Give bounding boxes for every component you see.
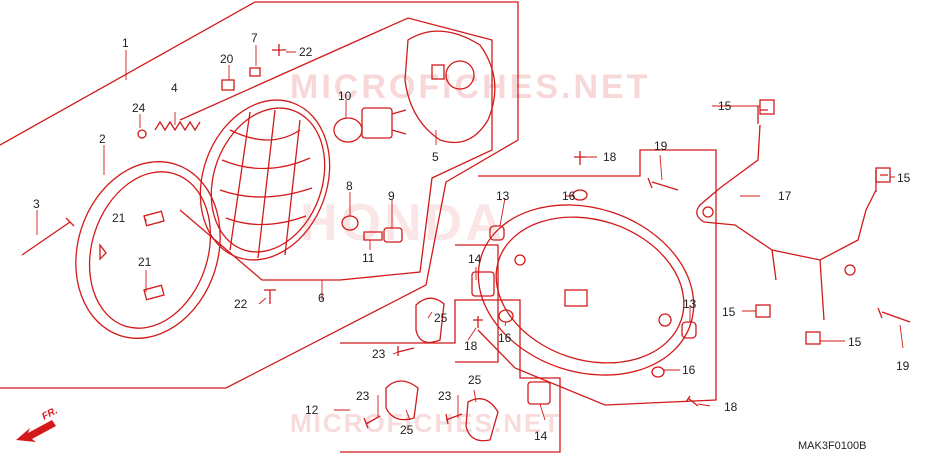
callout: 23 (356, 389, 370, 403)
clip-14b (527, 381, 551, 405)
callout: 1 (122, 36, 129, 50)
clip-14a (471, 271, 495, 297)
nut-20 (221, 79, 235, 91)
headlight-rim (75, 161, 221, 339)
callout: 5 (432, 150, 439, 164)
callout: 3 (33, 197, 40, 211)
callout: 18 (724, 400, 738, 414)
callout: 15 (848, 335, 862, 349)
callout: 21 (112, 211, 126, 225)
headlight-bulb (333, 107, 407, 143)
headlight-stay (696, 106, 888, 321)
callout: 10 (338, 89, 352, 103)
nut-24 (137, 129, 147, 139)
nut-15b (875, 167, 891, 183)
group-frame-clamps (340, 299, 561, 453)
callout: 12 (305, 403, 319, 417)
group-frame-headlight (0, 1, 519, 389)
callout: 23 (372, 347, 386, 361)
callout: 23 (438, 389, 452, 403)
headlight-case (477, 204, 695, 376)
bushing-13b (681, 321, 697, 339)
callout: 15 (897, 171, 911, 185)
callout: 25 (434, 311, 448, 325)
callout: 17 (778, 189, 792, 203)
callout: 8 (346, 179, 353, 193)
callout: 16 (682, 363, 696, 377)
wire-clamp-25b (385, 380, 419, 421)
screw-7 (249, 67, 261, 77)
watermark-top: MICROFICHES.NET (290, 68, 650, 106)
screw-23b (363, 415, 381, 429)
nut-15d (805, 331, 821, 345)
collar-16a (572, 189, 588, 201)
socket-cover (404, 30, 496, 144)
callout: 11 (362, 251, 375, 265)
screw-23c (445, 413, 463, 425)
wire-clamp-25c (465, 398, 499, 442)
callout: 18 (603, 150, 617, 164)
callout: 25 (400, 423, 414, 437)
collar-16c (651, 366, 665, 378)
group-frame-mid (455, 244, 499, 363)
callout: 4 (171, 81, 178, 95)
callout: 16 (498, 331, 512, 345)
screw-23a (397, 346, 415, 356)
callout: 22 (234, 297, 248, 311)
nut-15c (755, 304, 771, 318)
callout: 14 (468, 252, 482, 266)
front-direction-arrow (16, 420, 56, 442)
callouts: 1 2 3 4 5 6 7 8 9 10 11 12 13 13 14 14 1… (33, 31, 911, 443)
callout: 21 (138, 255, 152, 269)
callout: 25 (468, 373, 482, 387)
watermark-bottom: MICROFICHES.NET (290, 408, 561, 438)
callout: 6 (318, 291, 325, 305)
bushing-13a (489, 225, 505, 241)
callout: 15 (722, 305, 736, 319)
group-frame-lens (179, 17, 493, 281)
bolt-18c (685, 395, 699, 407)
callout: 19 (896, 359, 910, 373)
callout: 9 (388, 189, 395, 203)
callout: 7 (251, 31, 258, 45)
position-bulb-11 (363, 231, 383, 241)
callout: 24 (132, 101, 146, 115)
collar-16b (498, 309, 514, 323)
group-frame-case (477, 149, 717, 406)
leader-lines (36, 45, 904, 421)
callout: 15 (718, 99, 732, 113)
position-socket-9 (383, 227, 403, 243)
callout: 14 (534, 429, 548, 443)
bolt-18a (574, 151, 586, 165)
callout: 20 (220, 52, 234, 66)
adjusting-spring (154, 120, 201, 132)
callout: 18 (464, 339, 478, 353)
screw-22-bottom (264, 289, 276, 304)
diagram-code: MAK3F0100B (798, 440, 866, 452)
callout: 16 (562, 189, 576, 203)
rim-screw (21, 217, 75, 256)
bolt-19b (877, 307, 911, 323)
direction-label: FR. (40, 405, 59, 422)
screw-22-top (272, 44, 286, 56)
bolt-19a (647, 177, 679, 191)
headlight-lens-unit (199, 99, 331, 261)
callout: 2 (99, 132, 106, 146)
callout: 13 (683, 297, 697, 311)
callout: 13 (496, 189, 510, 203)
callout: 22 (299, 45, 313, 59)
callout: 19 (654, 139, 668, 153)
nut-15a (759, 99, 775, 115)
wire-clamp-25a (415, 297, 445, 344)
watermark-brand: HONDA (300, 194, 506, 252)
bolt-18b (473, 316, 483, 328)
